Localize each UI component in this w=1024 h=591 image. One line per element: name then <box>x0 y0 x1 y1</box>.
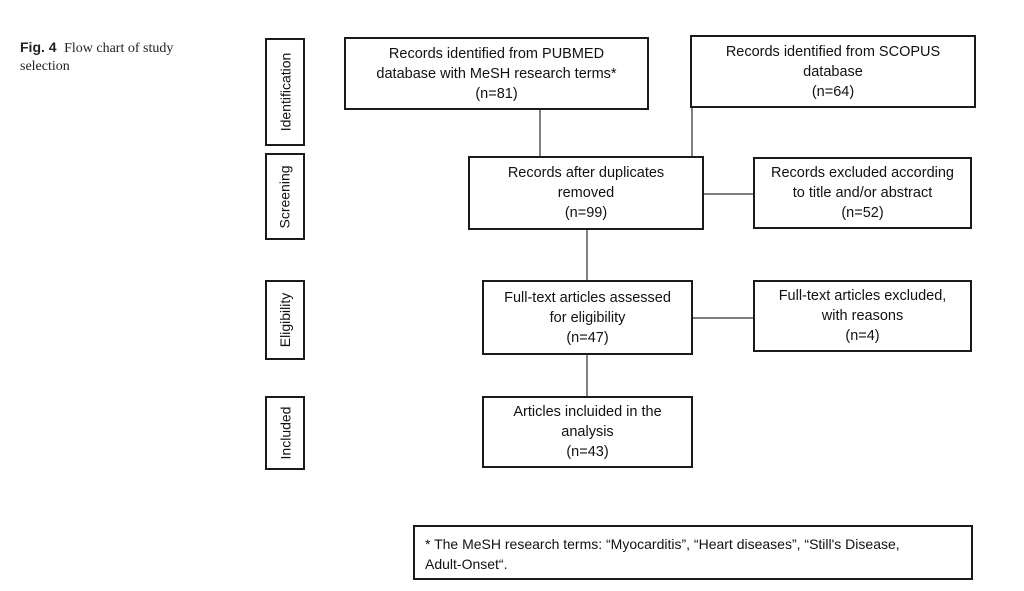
mesh-terms-footnote: * The MeSH research terms: “Myocarditis”… <box>413 525 973 580</box>
scopus-line2: database <box>803 63 863 80</box>
stage-included-label: Included <box>277 406 293 460</box>
fulltext-excluded-count: (n=4) <box>845 328 880 344</box>
stage-identification-label: Identification <box>277 52 294 132</box>
footnote-line1: * The MeSH research terms: “Myocarditis”… <box>425 536 900 552</box>
pubmed-line2: database with MeSH research terms* <box>376 65 617 82</box>
stage-screening: Screening <box>265 153 305 240</box>
duplicates-count: (n=99) <box>564 205 608 221</box>
excluded-title-line2: to title and/or abstract <box>792 185 933 201</box>
scopus-count: (n=64) <box>811 83 855 100</box>
stage-identification: Identification <box>265 38 305 146</box>
fulltext-assessed-line2: for eligibility <box>549 309 626 326</box>
fulltext-assessed-count: (n=47) <box>566 329 609 346</box>
stage-included: Included <box>265 396 305 470</box>
box-pubmed-records: Records identified from PUBMED database … <box>344 37 649 110</box>
fulltext-excluded-line2: with reasons <box>821 308 904 324</box>
stage-screening-label: Screening <box>277 164 294 229</box>
footnote-line2: Adult-Onset“. <box>425 556 508 572</box>
box-scopus-records: Records identified from SCOPUS database … <box>690 35 976 108</box>
excluded-title-line1: Records excluded according <box>771 165 954 181</box>
box-duplicates-removed: Records after duplicates removed (n=99) <box>468 156 704 230</box>
box-fulltext-assessed: Full-text articles assessed for eligibil… <box>482 280 693 355</box>
included-count: (n=43) <box>566 444 609 460</box>
fulltext-assessed-line1: Full-text articles assessed <box>504 289 671 306</box>
duplicates-line2: removed <box>557 185 615 201</box>
pubmed-count: (n=81) <box>475 85 518 102</box>
included-line2: analysis <box>561 424 614 440</box>
figure-caption: Fig. 4 Flow chart of study selection <box>20 38 220 76</box>
excluded-title-count: (n=52) <box>841 205 884 221</box>
stage-eligibility-label: Eligibility <box>277 292 293 348</box>
stage-eligibility: Eligibility <box>265 280 305 360</box>
box-articles-included: Articles incluided in the analysis (n=43… <box>482 396 693 468</box>
duplicates-line1: Records after duplicates <box>507 165 665 181</box>
fulltext-excluded-line1: Full-text articles excluded, <box>778 288 947 304</box>
pubmed-line1: Records identified from PUBMED <box>388 45 605 62</box>
box-excluded-title-abstract: Records excluded according to title and/… <box>753 157 972 229</box>
figure-label: Fig. 4 <box>20 39 57 55</box>
box-fulltext-excluded: Full-text articles excluded, with reason… <box>753 280 972 352</box>
included-line1: Articles incluided in the <box>513 404 662 420</box>
scopus-line1: Records identified from SCOPUS <box>725 43 941 60</box>
figure-caption-text: Flow chart of study selection <box>20 41 174 74</box>
